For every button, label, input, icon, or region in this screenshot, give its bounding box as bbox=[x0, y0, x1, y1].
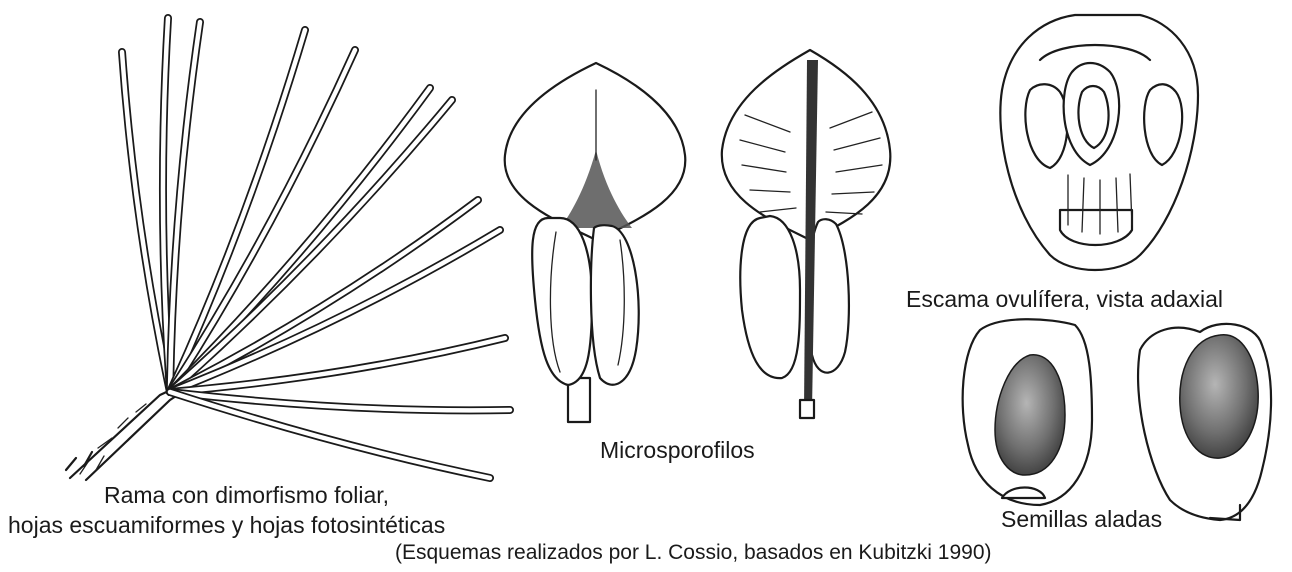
branch-caption: Rama con dimorfismo foliar, bbox=[104, 482, 389, 508]
winged-seed-left bbox=[963, 319, 1092, 505]
needle-leaf bbox=[170, 88, 430, 392]
ovuliferous-scale-caption: Escama ovulífera, vista adaxial bbox=[906, 286, 1223, 312]
ovuliferous-scale bbox=[1000, 15, 1198, 270]
branch-drawing bbox=[66, 18, 510, 480]
microsporophyll-front bbox=[505, 63, 686, 422]
credit-line: (Esquemas realizados por L. Cossio, basa… bbox=[395, 540, 992, 566]
branch-caption-line2: hojas escuamiformes y hojas fotosintétic… bbox=[8, 512, 445, 538]
microsporophylls-caption: Microsporofilos bbox=[600, 437, 755, 463]
winged-seeds-caption: Semillas aladas bbox=[1001, 506, 1162, 532]
winged-seed-right bbox=[1138, 324, 1271, 520]
microsporophyll-back bbox=[722, 50, 891, 418]
